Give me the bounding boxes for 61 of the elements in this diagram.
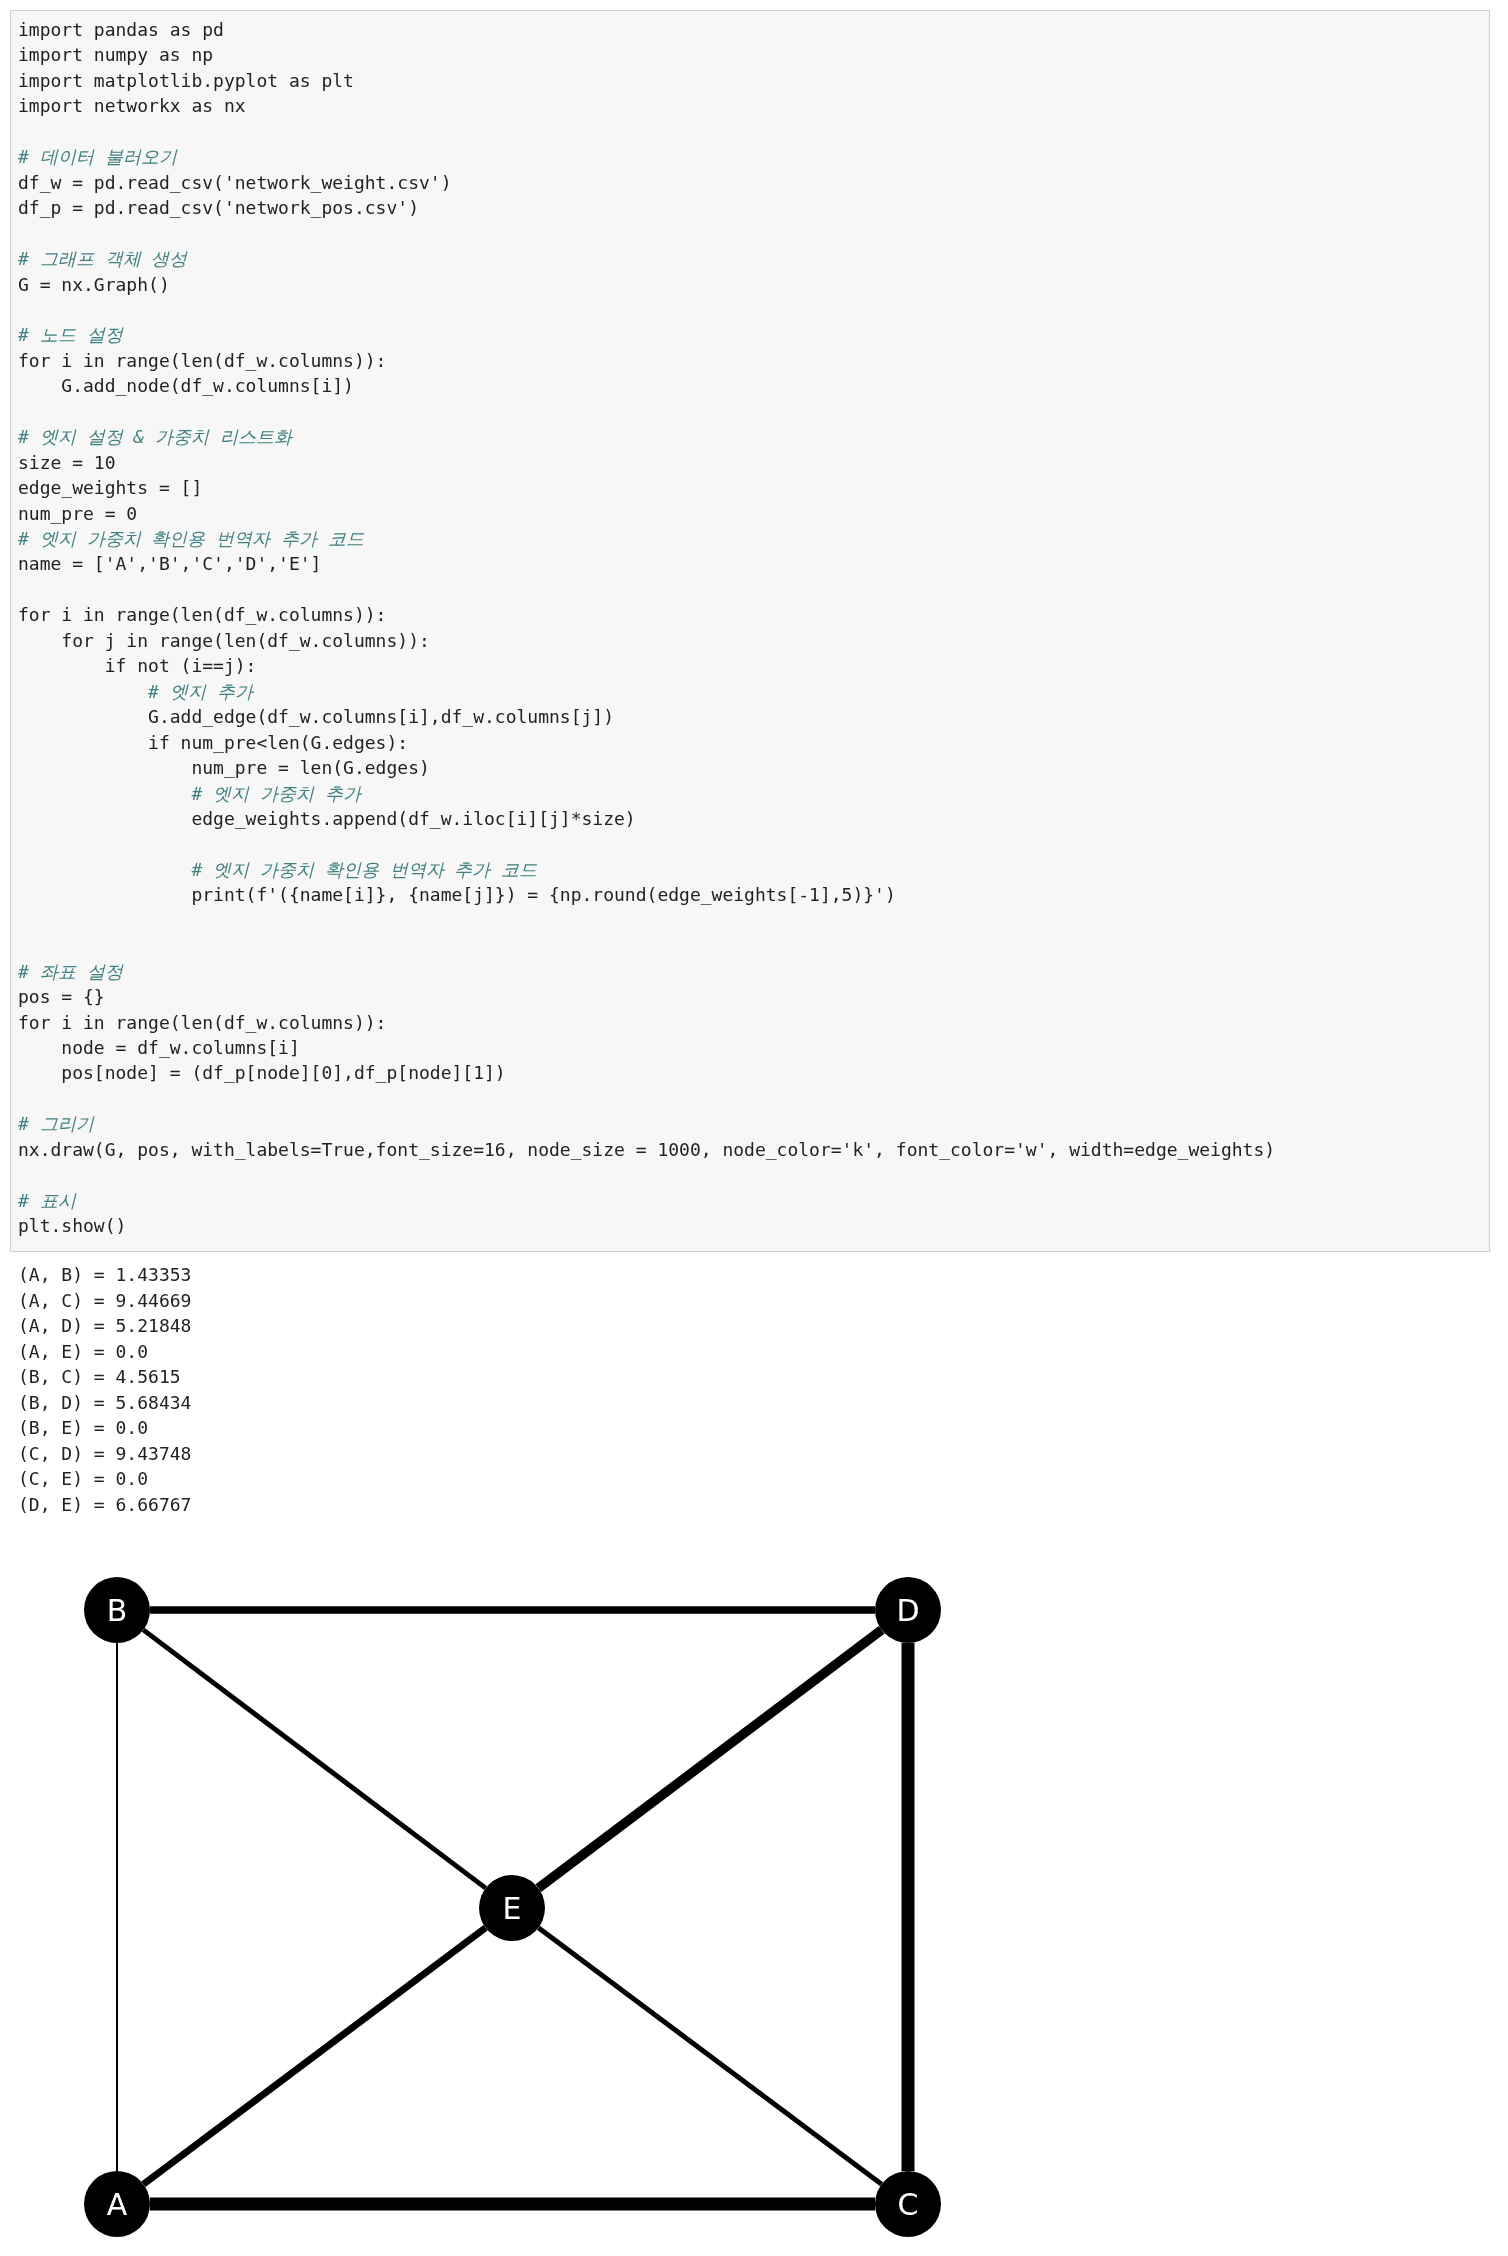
graph-edge — [141, 1627, 488, 1891]
code-line: G = nx.Graph() — [18, 272, 170, 297]
output-line: (A, C) = 9.44669 — [18, 1288, 192, 1313]
code-line: plt.show() — [18, 1214, 127, 1239]
output-line: (B, C) = 4.5615 — [18, 1365, 181, 1389]
code-line: G.add_node(df_w.columns[i]) — [60, 374, 354, 399]
code-line: pos[node] = (df_p[node][0],df_p[node][1]) — [60, 1061, 506, 1086]
code-line: for j in range(len(df_w.columns)): — [60, 628, 430, 653]
graph-node: B — [84, 1577, 150, 1643]
output-line: (A, B) = 1.43353 — [18, 1263, 192, 1287]
code-comment: # 노드 설정 — [18, 323, 123, 348]
code-line: df_p = pd.read_csv('network_pos.csv') — [18, 196, 419, 221]
graph-edge — [901, 1643, 915, 2171]
output-line: (D, E) = 6.66767 — [18, 1492, 192, 1517]
code-line: for i in range(len(df_w.columns)): — [18, 1010, 387, 1035]
graph-node: C — [875, 2171, 941, 2237]
output-line: (A, D) = 5.21848 — [18, 1314, 192, 1338]
graph-edge — [150, 2197, 875, 2211]
code-comment: # 그리기 — [18, 1112, 94, 1137]
code-line: for i in range(len(df_w.columns)): — [18, 348, 387, 373]
code-line: for i in range(len(df_w.columns)): — [18, 603, 387, 628]
code-line: import numpy as np — [18, 43, 214, 68]
code-line: df_w = pd.read_csv('network_weight.csv') — [18, 170, 452, 195]
code-comment: # 엣지 가중치 확인용 번역자 추가 코드 — [190, 857, 538, 882]
code-line: edge_weights = [] — [18, 476, 203, 501]
code-line: nx.draw(G, pos, with_labels=True,font_size=16, node_size = 1000, node_color='k', font_color='w', width=edge_weights) — [18, 1137, 1276, 1162]
code-line: G.add_edge(df_w.columns[i],df_w.columns[j]) — [147, 705, 615, 730]
code-comment: # 엣지 추가 — [147, 679, 253, 704]
code-comment: # 엣지 설정 & 가중치 리스트화 — [18, 425, 292, 450]
code-comment: # 데이터 불러오기 — [18, 145, 177, 170]
code-comment: # 좌표 설정 — [18, 959, 123, 984]
code-line: if num_pre<len(G.edges): — [147, 730, 409, 755]
graph-node: A — [84, 2171, 150, 2237]
code-line: num_pre = 0 — [18, 501, 138, 526]
code-line: size = 10 — [18, 450, 116, 475]
code-comment: # 엣지 가중치 확인용 번역자 추가 코드 — [18, 527, 364, 551]
code-line: pos = {} — [18, 985, 105, 1010]
graph-node: E — [479, 1875, 545, 1941]
code-comment: # 엣지 가중치 추가 — [190, 781, 361, 806]
output-line: (A, E) = 0.0 — [18, 1339, 149, 1364]
graph-edge — [536, 1925, 884, 2187]
code-line: num_pre = len(G.edges) — [190, 756, 430, 781]
code-line: edge_weights.append(df_w.iloc[i][j]*size) — [190, 806, 636, 831]
code-line: import matplotlib.pyplot as plt — [18, 68, 354, 93]
code-line: node = df_w.columns[i] — [60, 1036, 300, 1060]
graph-edge — [141, 1925, 488, 2187]
graph-edge — [535, 1626, 885, 1892]
code-line: name = ['A','B','C','D','E'] — [18, 552, 322, 577]
graph-edge — [150, 1606, 875, 1614]
graph-edge — [116, 1642, 118, 2172]
code-comment: # 그래프 객체 생성 — [18, 247, 188, 272]
code-line: import networkx as nx — [18, 94, 246, 119]
output-line: (C, E) = 0.0 — [18, 1467, 149, 1491]
code-line: import pandas as pd — [18, 18, 224, 42]
output-line: (C, D) = 9.43748 — [18, 1441, 192, 1466]
code-line: if not (i==j): — [103, 654, 257, 679]
output-line: (B, E) = 0.0 — [18, 1416, 149, 1440]
code-line: print(f'({name[i]}, {name[j]}) = {np.round(edge_weights[-1],5)}') — [190, 883, 896, 908]
code-comment: # 표시 — [18, 1188, 76, 1213]
graph-node: D — [875, 1577, 941, 1643]
output-line: (B, D) = 5.68434 — [18, 1390, 192, 1415]
